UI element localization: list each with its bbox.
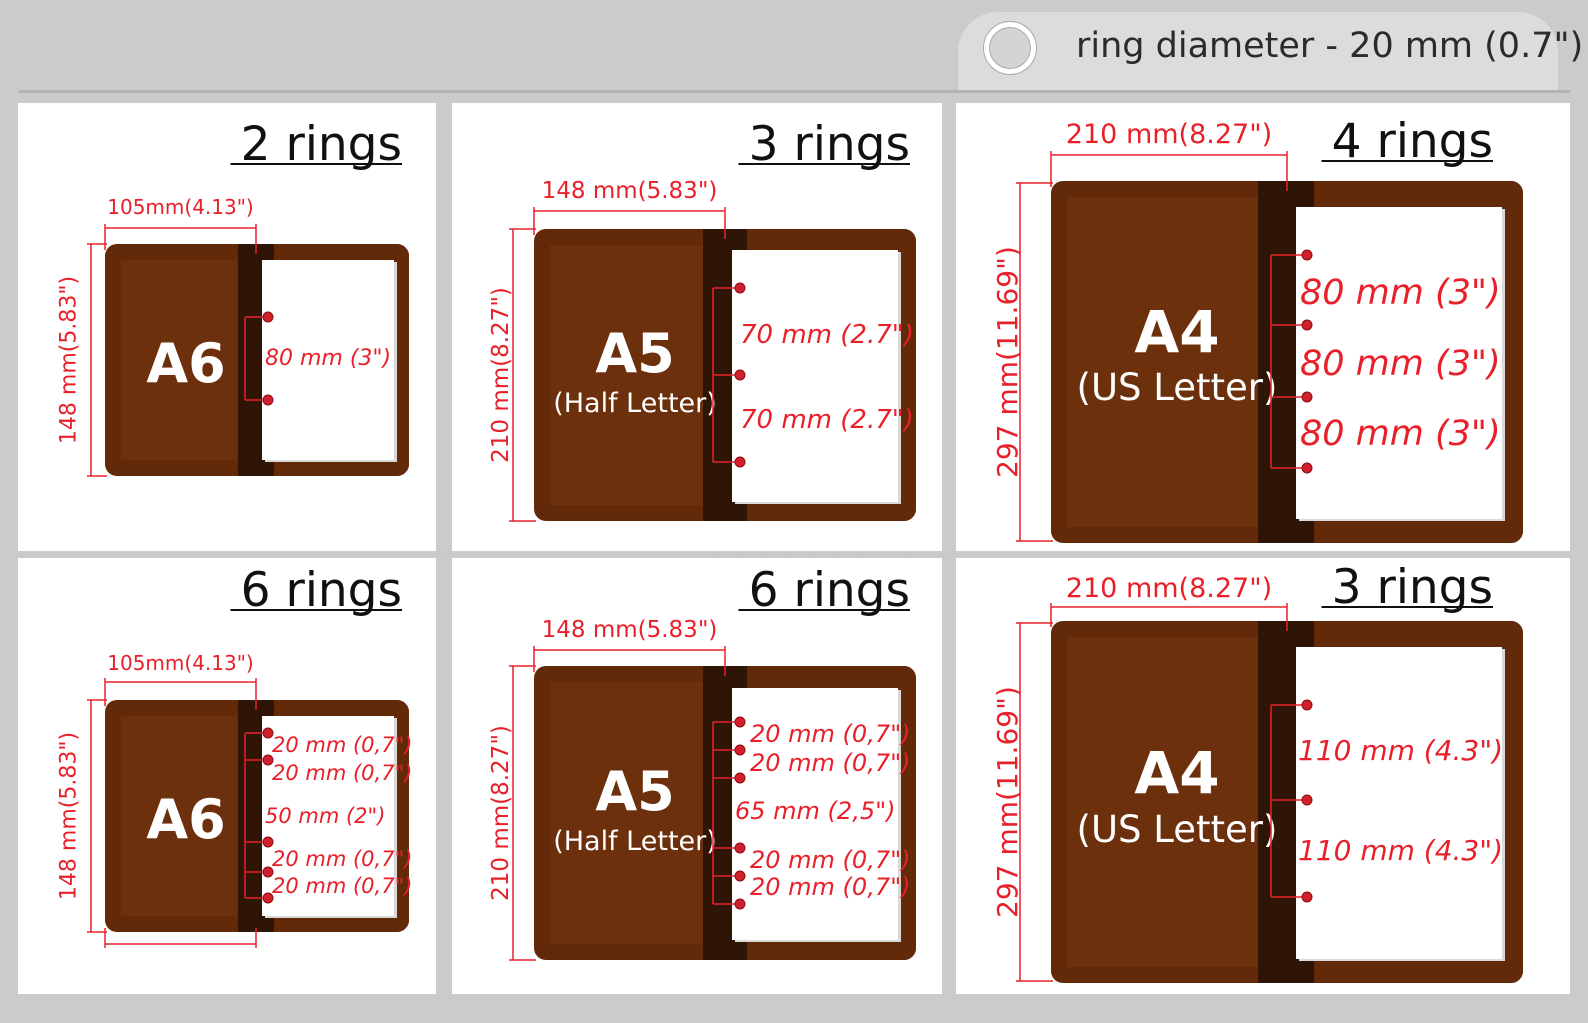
ring-hole xyxy=(1301,794,1313,806)
width-label: 105mm(4.13") xyxy=(107,195,253,219)
size-subtitle: (US Letter) xyxy=(1077,366,1278,409)
binder-page xyxy=(1296,647,1502,959)
size-label: A6 xyxy=(146,332,225,395)
width-label: 210 mm(8.27") xyxy=(1066,573,1272,604)
size-label: A4 xyxy=(1134,298,1219,366)
ring-spacing-label: 20 mm (0,7") xyxy=(750,873,911,901)
ring-spacing-label: 20 mm (0,7") xyxy=(272,733,412,757)
header-divider xyxy=(18,90,1570,93)
ring-spacing-label: 80 mm (3") xyxy=(265,346,391,371)
size-label: A5 xyxy=(595,322,674,385)
ring-spacing-label: 110 mm (4.3") xyxy=(1298,734,1503,767)
ring-hole xyxy=(1301,462,1313,474)
ring-spacing-label: 50 mm (2") xyxy=(265,804,385,828)
ring-spacing-label: 80 mm (3") xyxy=(1300,344,1501,384)
ring-spacing-label: 20 mm (0,7") xyxy=(750,720,911,748)
size-subtitle: (US Letter) xyxy=(1077,808,1278,851)
ring-hole xyxy=(734,456,746,468)
ring-hole xyxy=(262,311,274,323)
panel-title: 2 rings xyxy=(241,117,402,172)
height-label: 148 mm(5.83") xyxy=(57,276,82,444)
binder-page xyxy=(1296,207,1502,519)
size-label: A4 xyxy=(1134,739,1219,807)
size-label: A6 xyxy=(146,788,225,851)
width-label: 148 mm(5.83") xyxy=(542,178,718,204)
title-underline xyxy=(230,609,402,611)
ring-spacing-label: 20 mm (0,7") xyxy=(750,846,911,874)
title-underline xyxy=(1321,160,1493,162)
ring-hole xyxy=(734,369,746,381)
ring-spacing-label: 80 mm (3") xyxy=(1300,273,1501,313)
height-label: 297 mm(11.69") xyxy=(991,686,1024,918)
legend-text: ring diameter - 20 mm (0.7") xyxy=(1076,26,1584,66)
size-subtitle: (Half Letter) xyxy=(553,388,717,419)
ring-hole xyxy=(262,727,274,739)
ring-spacing-label: 20 mm (0,7") xyxy=(272,847,412,871)
binder-page xyxy=(262,260,394,460)
ring-hole xyxy=(1301,891,1313,903)
ring-spacing-label: 70 mm (2.7") xyxy=(740,405,914,435)
ring-hole xyxy=(262,394,274,406)
ring-hole xyxy=(734,282,746,294)
panel-title: 3 rings xyxy=(749,117,910,172)
ring-hole xyxy=(262,836,274,848)
ring-hole xyxy=(262,892,274,904)
ring-hole xyxy=(1301,699,1313,711)
ring-spacing-label: 20 mm (0,7") xyxy=(750,749,911,777)
panel-title: 3 rings xyxy=(1332,560,1493,615)
ring-hole xyxy=(262,866,274,878)
ring-spacing-label: 20 mm (0,7") xyxy=(272,874,412,898)
ring-hole xyxy=(734,842,746,854)
width-label: 148 mm(5.83") xyxy=(542,617,718,643)
front-cover-inner xyxy=(121,260,238,460)
height-label: 210 mm(8.27") xyxy=(488,725,514,901)
front-cover-inner xyxy=(121,716,238,916)
ring-hole xyxy=(1301,391,1313,403)
ring-hole xyxy=(734,744,746,756)
size-label: A5 xyxy=(595,760,674,823)
ring-spacing-label: 65 mm (2,5") xyxy=(735,797,896,825)
panel-title: 6 rings xyxy=(241,563,402,618)
ring-spacing-label: 110 mm (4.3") xyxy=(1298,834,1503,867)
width-label: 210 mm(8.27") xyxy=(1066,119,1272,150)
ring-hole xyxy=(734,870,746,882)
title-underline xyxy=(738,609,910,611)
legend xyxy=(958,12,1558,92)
ring-hole xyxy=(1301,319,1313,331)
height-label: 297 mm(11.69") xyxy=(991,246,1024,478)
panel-title: 4 rings xyxy=(1332,114,1493,169)
ring-hole xyxy=(1301,249,1313,261)
ring-icon xyxy=(984,22,1036,74)
title-underline xyxy=(738,163,910,165)
binder-page xyxy=(262,716,394,916)
title-underline xyxy=(1321,606,1493,608)
ring-hole xyxy=(262,754,274,766)
height-label: 148 mm(5.83") xyxy=(57,732,82,900)
binder-page xyxy=(732,250,898,502)
ring-spacing-label: 20 mm (0,7") xyxy=(272,761,412,785)
height-label: 210 mm(8.27") xyxy=(488,287,514,463)
front-cover-inner xyxy=(1067,197,1258,527)
ring-spacing-label: 70 mm (2.7") xyxy=(740,320,914,350)
row-divider xyxy=(18,553,1570,557)
ring-spacing-label: 80 mm (3") xyxy=(1300,414,1501,454)
front-cover-inner xyxy=(550,682,703,944)
size-subtitle: (Half Letter) xyxy=(553,826,717,857)
front-cover-inner xyxy=(1067,637,1258,967)
binder-page xyxy=(732,688,898,940)
ring-hole xyxy=(734,898,746,910)
front-cover-inner xyxy=(550,245,703,505)
width-label: 105mm(4.13") xyxy=(107,651,253,675)
ring-hole xyxy=(734,716,746,728)
panel-title: 6 rings xyxy=(749,563,910,618)
ring-hole xyxy=(734,772,746,784)
title-underline xyxy=(230,163,402,165)
